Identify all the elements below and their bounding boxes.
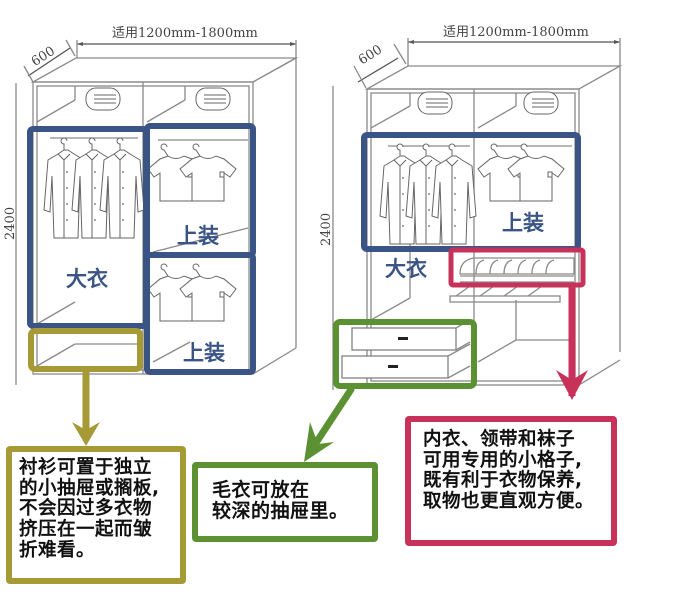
shirt-shelf-highlight [28, 328, 143, 372]
depth-dimension-label: 600 [356, 42, 385, 68]
note-line: 较深的抽屉里。 [212, 500, 349, 523]
note-line: 的小抽屉或搁板, [19, 477, 160, 499]
folded-clothes-icon [85, 87, 121, 111]
zone-label-tops: 上装 [177, 224, 219, 248]
top-zone-frame-lower [144, 252, 256, 375]
width-dimension-label: 适用1200mm-1800mm [112, 26, 258, 41]
arrow-head-icon [304, 422, 334, 462]
folded-clothes-icon [195, 87, 231, 111]
note-line: 不会因过多衣物 [19, 498, 153, 520]
note-line: 衬衫可置于独立 [19, 457, 153, 478]
width-dimension-label: 适用1200mm-1800mm [443, 25, 589, 40]
zone-label-tops: 上装 [183, 341, 225, 365]
depth-dimension-line [357, 57, 399, 83]
note-line: 既有利于衣物保养, [423, 470, 583, 492]
compartment-tray-highlight [448, 247, 586, 288]
right-wardrobe: 适用1200mm-1800mm 600 2400 [304, 25, 623, 462]
height-dimension-label: 2400 [319, 213, 334, 246]
arrow-head-icon [72, 422, 100, 446]
zone-label-tops: 上装 [502, 211, 544, 235]
note-line: 毛衣可放在 [212, 479, 310, 501]
note-line: 挤压在一起而皱 [19, 519, 153, 541]
depth-dimension-line [27, 47, 71, 77]
left-wardrobe: 适用1200mm-1800mm 600 2400 [3, 26, 299, 446]
note-line: 可用专用的小格子, [423, 449, 583, 471]
shirt-storage-note: 衬衫可置于独立 的小抽屉或搁板, 不会因过多衣物 挤压在一起而皱 折难看。 [6, 446, 186, 584]
zone-label-coats: 大衣 [385, 257, 427, 281]
drawer-highlight [333, 319, 477, 389]
folded-clothes-icon [523, 91, 559, 115]
note-line: 折难看。 [19, 539, 96, 561]
drawer-handle-icon [388, 365, 398, 368]
compartment-tray [449, 257, 575, 303]
underwear-storage-note: 内衣、领带和袜子 可用专用的小格子, 既有利于衣物保养, 取物也更直观方便。 [405, 416, 617, 546]
note-line: 取物也更直观方便。 [423, 491, 595, 513]
note-line: 内衣、领带和袜子 [423, 429, 576, 450]
drawers [341, 319, 471, 379]
arrow-head-icon [556, 370, 588, 400]
folded-clothes-icon [417, 91, 453, 115]
drawer-handle-icon [398, 337, 408, 340]
height-dimension-label: 2400 [3, 207, 18, 240]
zone-label-coats: 大衣 [66, 267, 108, 291]
sweater-storage-note: 毛衣可放在 较深的抽屉里。 [192, 462, 378, 542]
